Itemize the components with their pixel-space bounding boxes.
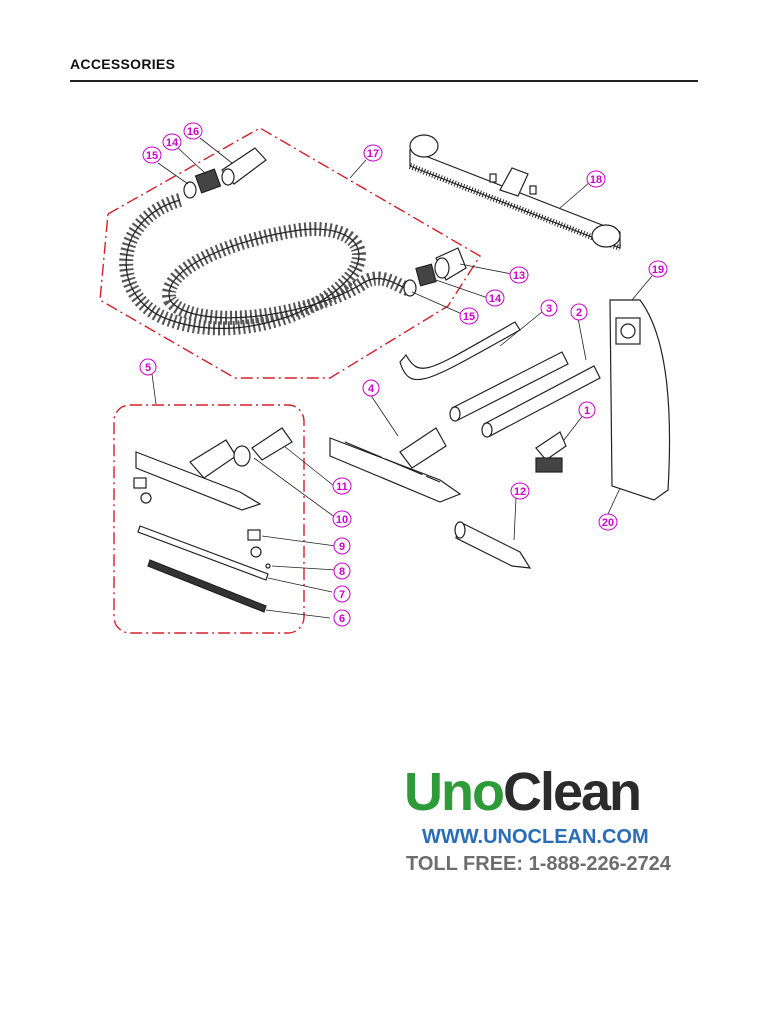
unoclean-logo: UnoClean WWW.UNOCLEAN.COM TOLL FREE: 1-8…: [404, 762, 694, 876]
callout-bubble: [578, 401, 596, 419]
callout-bubble: [598, 513, 618, 531]
website-link[interactable]: WWW.UNOCLEAN.COM: [422, 826, 649, 848]
callout-5: 5: [145, 362, 151, 374]
callout-bubble: [509, 266, 529, 284]
callout-11: 11: [336, 481, 348, 493]
callout-4: 4: [368, 383, 375, 395]
callout-7: 7: [339, 589, 345, 601]
callout-8: 8: [339, 566, 345, 578]
page-title: ACCESSORIES: [70, 56, 176, 72]
floor-tool-kit-parts: [133, 427, 293, 613]
callout-bubble: [333, 537, 351, 555]
callout-19: 19: [652, 264, 664, 276]
callout-bubble: [570, 303, 588, 321]
callout-15-top: 15: [146, 150, 158, 162]
callout-bubble: [459, 307, 479, 325]
callout-14-top: 14: [166, 137, 179, 149]
coiled-hose: [118, 192, 413, 336]
callout-bubble: [510, 482, 530, 500]
wide-squeegee-tool: [408, 134, 622, 251]
callout-bubble: [333, 562, 351, 580]
callout-bubble: [162, 133, 182, 151]
callout-bubble: [139, 358, 157, 376]
callout-15-right: 15: [463, 311, 475, 323]
leader-lines: [151, 137, 653, 619]
callout-20: 20: [602, 517, 614, 529]
callout-13: 13: [513, 270, 525, 282]
callout-18: 18: [590, 174, 602, 186]
callout-bubble: [333, 585, 351, 603]
toll-free-number: TOLL FREE: 1-888-226-2724: [406, 853, 671, 875]
callout-3: 3: [546, 303, 552, 315]
callout-bubble: [363, 144, 383, 162]
page-header: ACCESSORIES: [70, 56, 698, 82]
callout-12: 12: [514, 486, 526, 498]
callout-bubble: [586, 170, 606, 188]
hose-cuff-parts-right: [403, 247, 467, 297]
callout-bubble: [362, 379, 380, 397]
hose-cuff-parts-top: [183, 147, 267, 199]
callout-bubble: [332, 510, 352, 528]
callout-9: 9: [339, 541, 345, 553]
callout-1: 1: [584, 405, 590, 417]
filter-bag: [609, 299, 671, 501]
dusting-brush: [535, 431, 567, 473]
callouts: [139, 122, 668, 627]
hose-group-outline: [99, 127, 481, 379]
crevice-tool: [454, 521, 532, 569]
brand-wordmark: UnoClean: [404, 762, 694, 822]
brand-clean: Clean: [502, 762, 642, 822]
callout-14-right: 14: [489, 293, 502, 305]
floor-tool-group-outline: [113, 404, 305, 634]
callout-bubble: [183, 122, 203, 140]
callout-bubble: [333, 609, 351, 627]
callout-2: 2: [576, 307, 582, 319]
extension-wands: [399, 321, 601, 438]
callout-17: 17: [367, 148, 379, 160]
floor-tool: [329, 427, 462, 503]
callout-bubble: [142, 146, 162, 164]
brand-uno: Uno: [404, 762, 505, 822]
callout-bubble: [540, 299, 558, 317]
callout-bubble: [332, 477, 352, 495]
callout-bubble: [648, 260, 668, 278]
callout-labels: 15 14 16 17 18 13 14 15 3 2 4 5 19 1 12 …: [145, 126, 664, 625]
callout-bubble: [485, 289, 505, 307]
callout-10: 10: [336, 514, 348, 526]
callout-16: 16: [187, 126, 199, 138]
callout-6: 6: [339, 613, 345, 625]
